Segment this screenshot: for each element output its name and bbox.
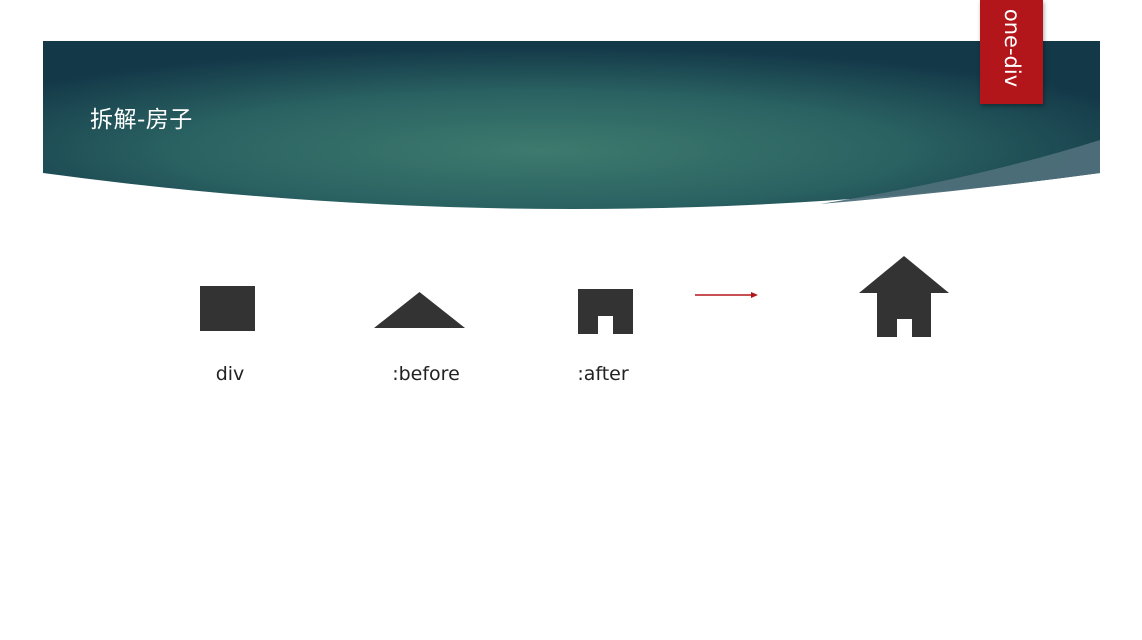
one-div-tag <box>980 0 1043 104</box>
banner-swoosh <box>820 140 1100 204</box>
square-icon <box>200 286 255 331</box>
header-banner <box>43 41 1100 209</box>
banner-background <box>43 41 1100 209</box>
slide-title: 拆解-房子 <box>90 107 193 133</box>
arrow-icon <box>695 292 758 298</box>
caption-div: div <box>215 363 245 385</box>
roof-triangle-icon <box>374 292 465 328</box>
caption-before: :before <box>392 363 460 385</box>
house-icon <box>859 256 949 337</box>
caption-after: :after <box>577 363 629 385</box>
door-block-icon <box>578 289 633 334</box>
one-div-tag-label: one-div <box>1000 8 1024 88</box>
